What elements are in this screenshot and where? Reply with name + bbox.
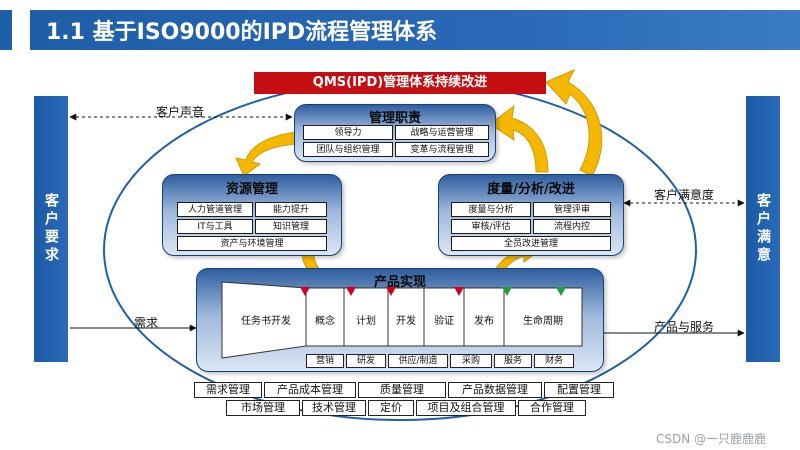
dept-cell: 服务 (494, 354, 532, 368)
management-duty-panel: 管理职责 领导力 战略与运营管理 团队与组织管理 变革与流程管理 (294, 104, 496, 162)
duty-cell: 变革与流程管理 (395, 142, 489, 157)
bottom-cell: 定价 (368, 400, 414, 416)
bottom-cell: 配置管理 (544, 382, 614, 398)
decision-marker-green (556, 287, 566, 296)
measurement-cell: 流程内控 (533, 219, 611, 234)
customer-voice-label: 客户声音 (156, 105, 205, 119)
stage-concept: 概念 (315, 315, 335, 327)
page-title: 1.1 基于ISO9000的IPD流程管理体系 (46, 20, 438, 45)
demand-label: 需求 (134, 316, 159, 330)
title-band (30, 10, 800, 50)
resource-management-panel: 资源管理 人力管道管理 能力提升 IT与工具 知识管理 资产与环境管理 (162, 174, 342, 256)
title-accent-bar (0, 10, 12, 50)
bottom-cell: 产品数据管理 (448, 382, 542, 398)
bottom-cell: 技术管理 (302, 400, 366, 416)
satisfaction-label: 客户满意度 (654, 188, 715, 202)
product-realization-title: 产品实现 (373, 275, 426, 290)
decision-marker-red (346, 287, 356, 296)
measurement-panel: 度量/分析/改进 度量与分析 管理评审 审核/评估 流程内控 全员改进管理 (438, 174, 624, 256)
management-duty-title: 管理职责 (368, 111, 421, 126)
improvement-arrow-big (545, 69, 603, 177)
dept-cell: 财务 (534, 354, 574, 368)
customer-satisfied-column: 客户满意 (746, 96, 780, 362)
dept-cell: 供应/制造 (388, 354, 448, 368)
resource-cell: IT与工具 (177, 219, 253, 234)
bottom-cell: 项目及组合管理 (416, 400, 516, 416)
resource-management-title: 资源管理 (225, 182, 278, 197)
customer-requirements-label: 客户要求 (43, 193, 59, 265)
duty-cell: 领导力 (303, 125, 393, 140)
stage-launch: 发布 (474, 315, 494, 327)
measurement-cell: 审核/评估 (451, 219, 531, 234)
watermark: CSDN @一只鹿鹿鹿 (656, 432, 767, 446)
bottom-cell: 市场管理 (226, 400, 300, 416)
stage-plan: 计划 (356, 315, 376, 327)
measurement-cell: 全员改进管理 (451, 236, 611, 251)
resource-cell: 知识管理 (255, 219, 327, 234)
stage-develop: 开发 (396, 315, 416, 327)
measurement-cell: 管理评审 (533, 202, 611, 217)
dept-cell: 研发 (346, 354, 386, 368)
decision-marker-red (386, 287, 396, 296)
resource-cell: 资产与环境管理 (177, 236, 327, 251)
product-service-label: 产品与服务 (654, 320, 715, 334)
measurement-title: 度量/分析/改进 (487, 182, 575, 197)
bottom-cell: 质量管理 (358, 382, 446, 398)
stage-charter: 任务书开发 (241, 315, 291, 327)
stage-lifecycle: 生命周期 (523, 315, 563, 327)
measurement-cell: 度量与分析 (451, 202, 531, 217)
qms-banner: QMS(IPD)管理体系持续改进 (254, 72, 546, 94)
stage-verify: 验证 (434, 315, 454, 327)
bottom-cell: 需求管理 (194, 382, 262, 398)
duty-to-resource-arrow (235, 131, 297, 177)
dept-cell: 营销 (306, 354, 344, 368)
decision-marker-red (454, 287, 464, 296)
decision-marker-green (502, 287, 512, 296)
resource-cell: 能力提升 (255, 202, 327, 217)
customer-satisfied-label: 客户满意 (755, 193, 771, 265)
customer-requirements-column: 客户要求 (34, 96, 68, 362)
bottom-cell: 合作管理 (518, 400, 586, 416)
decision-marker-red (300, 287, 310, 296)
duty-cell: 战略与运营管理 (395, 125, 489, 140)
duty-cell: 团队与组织管理 (303, 142, 393, 157)
dept-cell: 采购 (450, 354, 492, 368)
bottom-cell: 产品成本管理 (264, 382, 356, 398)
resource-cell: 人力管道管理 (177, 202, 253, 217)
